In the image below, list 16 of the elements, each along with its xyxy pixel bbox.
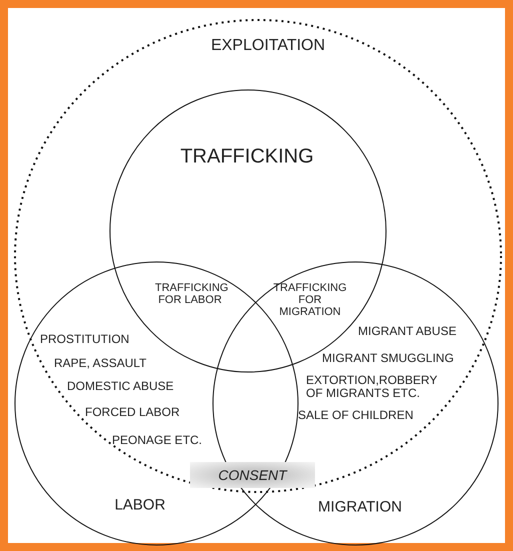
circle-title: EXPLOITATION: [210, 37, 326, 55]
region-label: MIGRANT SMUGGLING: [322, 352, 454, 365]
region-label: DOMESTIC ABUSE: [67, 380, 174, 393]
circle-title: LABOR: [114, 496, 166, 514]
region-label: MIGRANT ABUSE: [358, 325, 456, 338]
region-label: SALE OF CHILDREN: [298, 409, 414, 422]
region-label: EXTORTION,ROBBERY OF MIGRANTS ETC.: [306, 374, 438, 400]
region-label: TRAFFICKING FOR MIGRATION: [272, 282, 348, 318]
circle-title: MIGRATION: [318, 498, 402, 516]
region-label: PROSTITUTION: [40, 333, 130, 346]
circle-title: TRAFFICKING: [180, 146, 314, 168]
region-label: FORCED LABOR: [85, 406, 180, 419]
consent-box: CONSENT: [190, 462, 315, 488]
region-label: TRAFFICKING FOR LABOR: [155, 282, 225, 306]
region-label: PEONAGE ETC.: [112, 434, 202, 447]
region-label: RAPE, ASSAULT: [54, 357, 146, 370]
